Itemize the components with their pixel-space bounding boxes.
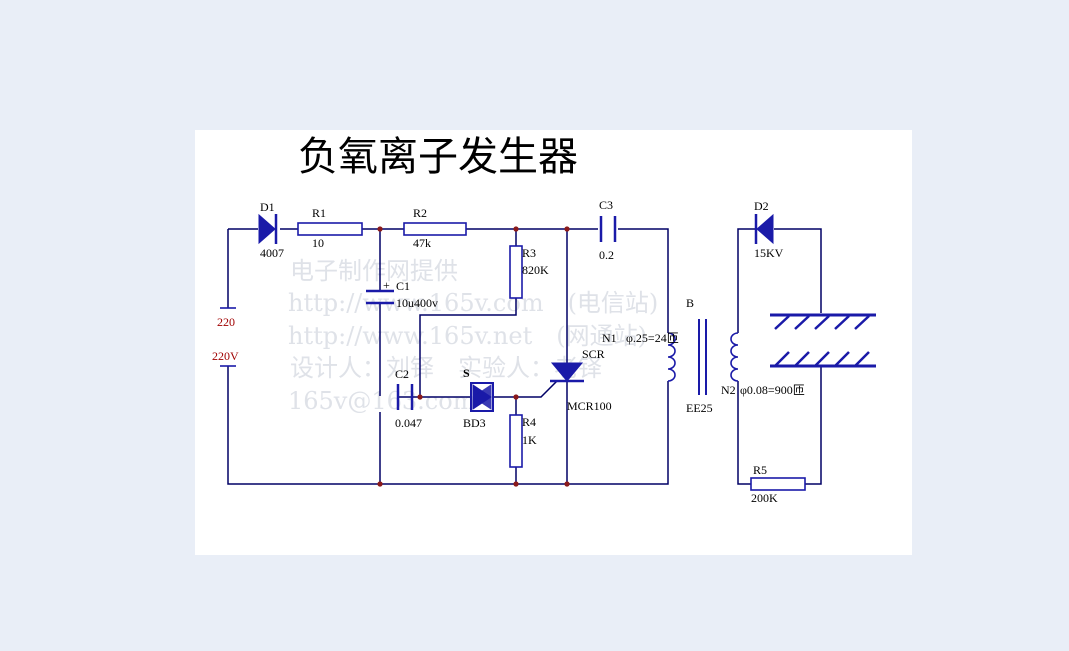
junctions bbox=[377, 226, 570, 487]
r5-value: 200K bbox=[751, 491, 778, 505]
s-value: BD3 bbox=[463, 416, 486, 430]
watermark-line-3: http://www.165v.net (网通站) bbox=[288, 322, 647, 350]
r3-ref: R3 bbox=[522, 246, 536, 260]
r1-ref: R1 bbox=[312, 206, 326, 220]
d1-ref: D1 bbox=[260, 200, 275, 214]
c2-value: 0.047 bbox=[395, 416, 422, 430]
watermark-line-2: http://www.165v.com (电信站) bbox=[288, 289, 658, 317]
r2-value: 47k bbox=[413, 236, 431, 250]
r1-value: 10 bbox=[312, 236, 324, 250]
watermark-line-4: 设计人：刘铎 实验人：老铎 bbox=[290, 354, 602, 382]
mains-source: 220 220V bbox=[212, 307, 239, 367]
transformer-core: EE25 bbox=[686, 401, 713, 415]
resistor-r4: R4 1K bbox=[509, 414, 537, 468]
c1-polarity: + bbox=[383, 278, 390, 292]
wires bbox=[227, 228, 822, 485]
r5-ref: R5 bbox=[753, 463, 767, 477]
watermark-line-1: 电子制作网提供 bbox=[290, 257, 458, 285]
n1-label: N1 bbox=[602, 331, 617, 345]
transformer-ref: B bbox=[686, 296, 694, 310]
resistor-r3: R3 820K bbox=[509, 245, 549, 299]
r2-ref: R2 bbox=[413, 206, 427, 220]
r4-value: 1K bbox=[522, 433, 537, 447]
c1-ref: C1 bbox=[396, 279, 410, 293]
transformer-b: B EE25 N1 φ.25=24匝 N2 φ0.08=900匝 bbox=[602, 296, 805, 415]
resistor-r1: R1 10 bbox=[297, 206, 363, 250]
r3-value: 820K bbox=[522, 263, 549, 277]
r4-ref: R4 bbox=[522, 415, 536, 429]
d2-ref: D2 bbox=[754, 199, 769, 213]
c3-ref: C3 bbox=[599, 198, 613, 212]
resistor-r5: R5 200K bbox=[750, 463, 806, 505]
d1-value: 4007 bbox=[260, 246, 284, 260]
n1-spec: φ.25=24匝 bbox=[626, 331, 679, 345]
n2-label: N2 bbox=[721, 383, 736, 397]
capacitor-c2: C2 0.047 bbox=[395, 367, 422, 430]
watermark: 电子制作网提供 http://www.165v.com (电信站) http:/… bbox=[288, 257, 658, 415]
capacitor-c3: C3 0.2 bbox=[599, 198, 617, 262]
d2-value: 15KV bbox=[754, 246, 784, 260]
c1-value: 10u400v bbox=[396, 296, 438, 310]
sidac-bd3: S BD3 bbox=[463, 366, 494, 430]
mains-label-220v: 220V bbox=[212, 349, 239, 363]
diode-d1: D1 4007 bbox=[258, 200, 284, 260]
diagram-title: 负氧离子发生器 bbox=[298, 134, 578, 180]
s-ref: S bbox=[463, 366, 470, 380]
resistor-r2: R2 47k bbox=[403, 206, 467, 250]
scr-ref: SCR bbox=[582, 347, 605, 361]
c3-value: 0.2 bbox=[599, 248, 614, 262]
c2-ref: C2 bbox=[395, 367, 409, 381]
capacitor-c1: + C1 10u400v bbox=[366, 278, 438, 310]
ion-emitter-plates bbox=[770, 313, 876, 368]
watermark-line-5: 165v@163.com bbox=[288, 387, 476, 415]
n2-spec: φ0.08=900匝 bbox=[740, 383, 805, 397]
thyristor-scr: SCR MCR100 bbox=[550, 347, 612, 413]
scr-value: MCR100 bbox=[567, 399, 612, 413]
diode-d2: D2 15KV bbox=[754, 199, 784, 260]
mains-label-220: 220 bbox=[217, 315, 235, 329]
